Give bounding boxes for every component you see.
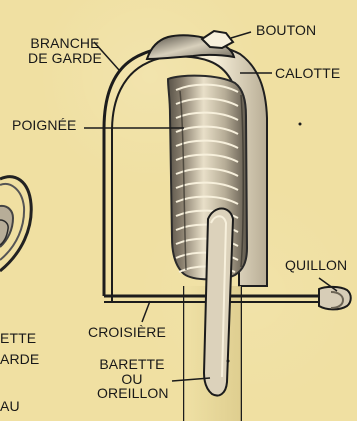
label-barette-ou-oreillon-line-2: OU <box>97 372 167 387</box>
label-bouton: BOUTON <box>256 23 316 38</box>
label-croisiere: CROISIÈRE <box>88 325 166 340</box>
label-branche-de-garde-line-2: DE GARDE <box>24 51 106 66</box>
leader-croisiere <box>142 301 150 322</box>
left-partial-label-3: AU <box>0 399 20 414</box>
label-quillon: QUILLON <box>285 258 347 273</box>
left-partial-guard <box>0 177 31 271</box>
label-barette-ou-oreillon-line-3: OREILLON <box>97 386 167 401</box>
label-branche-de-garde-line-1: BRANCHE <box>24 36 106 51</box>
left-partial-label-1: ETTE <box>0 331 36 346</box>
label-barette-ou-oreillon-line-1: BARETTE <box>97 357 167 372</box>
leader-bouton <box>231 32 251 38</box>
pommel <box>147 31 234 59</box>
label-calotte: CALOTTE <box>275 66 340 81</box>
label-poignee: POIGNÉE <box>12 118 77 133</box>
label-branche-de-garde: BRANCHE DE GARDE <box>24 36 106 65</box>
left-partial-label-2: ARDE <box>0 352 39 367</box>
label-barette-ou-oreillon: BARETTE OU OREILLON <box>97 357 167 401</box>
speckle <box>299 123 302 126</box>
